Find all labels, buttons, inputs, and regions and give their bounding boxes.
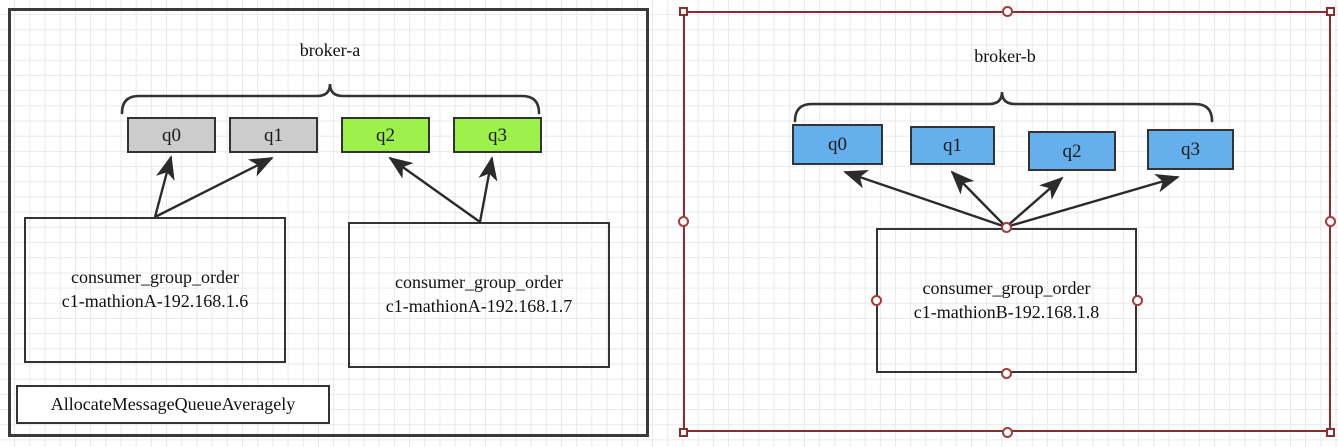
selection-handle-bottom-right[interactable] <box>1326 428 1335 437</box>
broker-a-label: broker-a <box>299 39 361 60</box>
selection-handle-top-right[interactable] <box>1326 7 1335 16</box>
consumer-instance-id: c1-mathionA-192.168.1.7 <box>385 296 573 316</box>
queue-label: q3 <box>1181 139 1200 160</box>
broker-a-container[interactable] <box>8 8 649 437</box>
shape-handle-bottom[interactable] <box>1001 368 1012 379</box>
selection-handle-bottom-left[interactable] <box>679 428 688 437</box>
shape-handle-right[interactable] <box>1132 295 1143 306</box>
consumer-group-name: consumer_group_order <box>395 272 563 293</box>
queue-label: q3 <box>488 124 507 146</box>
broker-a-strategy-box[interactable]: AllocateMessageQueueAveragely <box>16 385 330 424</box>
broker-a-queue-q2[interactable]: q2 <box>341 117 430 153</box>
broker-b-queue-q2[interactable]: q2 <box>1028 131 1116 171</box>
consumer-instance-id: c1-mathionA-192.168.1.6 <box>61 291 249 311</box>
selection-handle-middle-left[interactable] <box>678 216 689 227</box>
strategy-label: AllocateMessageQueueAveragely <box>50 394 296 414</box>
broker-a-queue-q3[interactable]: q3 <box>453 117 542 153</box>
shape-handle-left[interactable] <box>871 295 882 306</box>
broker-b-queue-q3[interactable]: q3 <box>1147 129 1234 170</box>
broker-a-queue-q1[interactable]: q1 <box>229 117 318 153</box>
broker-a-queue-q0[interactable]: q0 <box>127 117 216 153</box>
queue-label: q2 <box>376 124 395 146</box>
queue-label: q0 <box>162 124 181 146</box>
consumer-group-name: consumer_group_order <box>71 267 239 288</box>
selection-handle-middle-right[interactable] <box>1325 216 1336 227</box>
shape-handle-top[interactable] <box>1001 222 1012 233</box>
broker-b-queue-q1[interactable]: q1 <box>910 126 995 165</box>
broker-b-queue-q0[interactable]: q0 <box>792 124 883 165</box>
selection-handle-top-left[interactable] <box>679 7 688 16</box>
queue-label: q1 <box>943 135 962 156</box>
consumer-group-name: consumer_group_order <box>922 277 1091 298</box>
broker-a-consumer-2[interactable]: consumer_group_order c1-mathionA-192.168… <box>348 222 610 368</box>
broker-b-consumer-1[interactable]: consumer_group_order c1-mathionB-192.168… <box>876 228 1137 373</box>
selection-handle-bottom-center[interactable] <box>1002 427 1013 438</box>
consumer-instance-id: c1-mathionB-192.168.1.8 <box>913 301 1100 322</box>
broker-b-label: broker-b <box>974 45 1036 66</box>
selection-handle-top-center[interactable] <box>1002 6 1013 17</box>
queue-label: q1 <box>264 124 283 146</box>
queue-label: q0 <box>828 134 847 155</box>
queue-label: q2 <box>1062 140 1082 162</box>
broker-a-consumer-1[interactable]: consumer_group_order c1-mathionA-192.168… <box>24 217 286 363</box>
